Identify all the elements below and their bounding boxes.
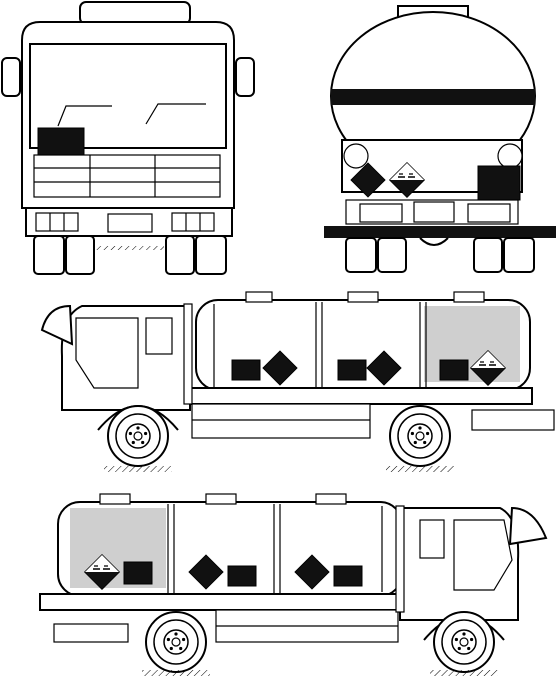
cab-rear-window-1: [145, 317, 173, 355]
grille: [33, 154, 221, 198]
exhaust-2: [395, 505, 405, 613]
side-chassis-1: [189, 387, 533, 405]
rear-left-tire: [345, 237, 377, 273]
front-wheel-1: [107, 405, 169, 467]
cab-door-window-1: [75, 317, 139, 389]
exhaust-1: [183, 303, 193, 405]
right-lamp: [171, 212, 215, 232]
rear-wheel-1: [389, 405, 451, 467]
left-lamp: [35, 212, 79, 232]
manhole-1: [245, 291, 273, 303]
tank-top: [79, 1, 191, 25]
rear-view: [324, 5, 556, 273]
rear-right-lamp: [467, 203, 511, 223]
rear-left-lamp: [359, 203, 403, 223]
left-side-view: [40, 291, 555, 472]
manhole-2: [99, 493, 131, 505]
right-mirror: [235, 57, 255, 97]
front-wheel-2: [433, 611, 495, 673]
wipers: [57, 103, 206, 127]
front-left-tire: [33, 235, 65, 275]
tank-stripe: [331, 89, 535, 105]
cab-rear-window-2: [419, 519, 445, 559]
rear-right-tire: [473, 237, 503, 273]
left-mirror: [1, 57, 21, 97]
number-plate: [107, 213, 153, 233]
side-cabinet-1: [191, 403, 371, 439]
grille-lines: [34, 155, 220, 197]
front-right-tire: [165, 235, 195, 275]
right-side-view: [39, 493, 548, 676]
rear-wheel-2: [145, 611, 207, 673]
orange-plate-1: [231, 359, 261, 381]
cab-door-window-2: [453, 519, 513, 591]
side-chassis-2: [39, 593, 411, 611]
rear-orange-plate: [477, 165, 521, 201]
rear-bumper: [324, 226, 556, 238]
front-view: [1, 1, 255, 275]
